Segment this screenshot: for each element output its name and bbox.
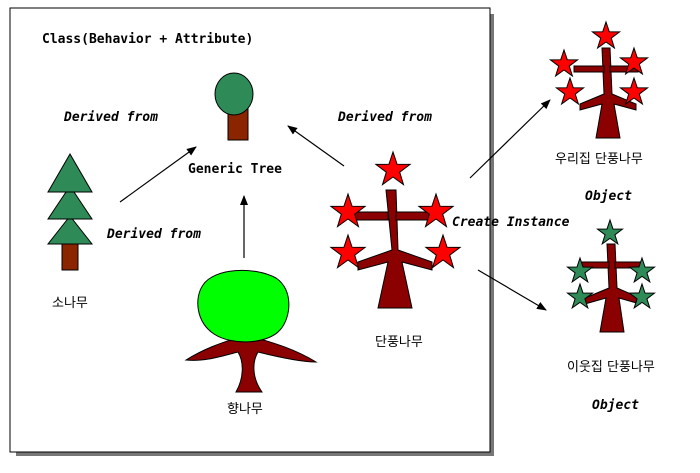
generic-tree-label: Generic Tree xyxy=(188,162,282,177)
arrow-maple-to-our-maple xyxy=(469,99,551,179)
arrow-maple-to-generic xyxy=(287,125,345,167)
derived-from-label-pine: Derived from xyxy=(64,110,158,125)
generic-tree-icon xyxy=(214,72,254,141)
our-maple-tree-icon xyxy=(548,20,650,139)
neighbor-maple-tree-icon xyxy=(566,218,656,333)
pine-label: 소나무 xyxy=(52,296,88,311)
maple-label: 단풍나무 xyxy=(375,335,423,350)
juniper-tree-icon xyxy=(184,269,318,393)
maple-tree-icon xyxy=(329,150,462,309)
derived-from-label-juniper: Derived from xyxy=(107,227,201,242)
neighbor-maple-label: 이웃집 단풍나무 xyxy=(567,360,655,375)
derived-from-label-maple: Derived from xyxy=(338,110,432,125)
create-instance-label: Create Instance xyxy=(452,215,570,230)
juniper-label: 향나무 xyxy=(227,402,263,417)
object-label-bottom: Object xyxy=(592,398,639,413)
our-maple-label: 우리집 단풍나무 xyxy=(555,152,643,167)
arrow-pine-to-generic xyxy=(119,146,197,203)
class-frame-title: Class(Behavior + Attribute) xyxy=(42,32,254,47)
pine-tree-icon xyxy=(46,153,94,271)
object-label-top: Object xyxy=(585,189,632,204)
arrow-maple-to-neighbor-maple xyxy=(477,269,547,311)
